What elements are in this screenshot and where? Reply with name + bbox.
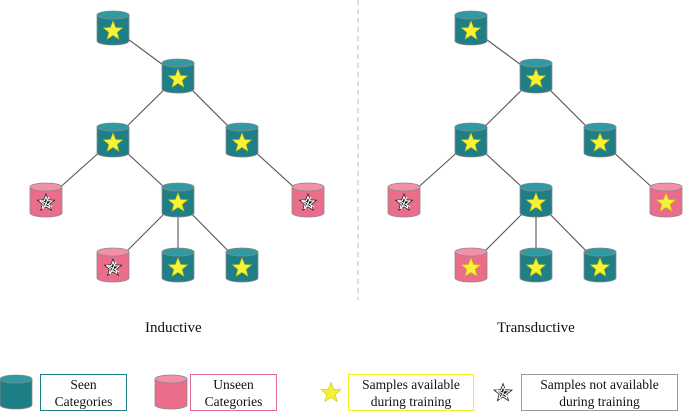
- legend-seen-line2: Categories: [54, 393, 113, 409]
- star-not-available-icon: [493, 382, 513, 402]
- legend-not-available-line2: during training: [559, 393, 640, 409]
- seen-category-node: [583, 122, 617, 158]
- seen-category-node: [519, 58, 553, 94]
- star-available-icon: [589, 132, 611, 152]
- unseen-category-node: [29, 182, 63, 218]
- star-not-available-icon: [394, 193, 414, 212]
- star-available-icon: [167, 257, 189, 277]
- star-available-icon: [525, 192, 547, 212]
- star-available-icon: [167, 68, 189, 88]
- star-not-available-icon: [36, 193, 56, 212]
- legend-icons: [0, 374, 513, 410]
- seen-category-node: [96, 122, 130, 158]
- star-available-icon: [460, 20, 482, 40]
- legend-available-line2: during training: [370, 393, 452, 409]
- star-available-icon: [525, 68, 547, 88]
- seen-category-node: [583, 247, 617, 283]
- star-available-icon: [460, 257, 482, 277]
- seen-category-node: [454, 122, 488, 158]
- star-available-icon: [231, 132, 253, 152]
- seen-category-node: [519, 247, 553, 283]
- seen-category-node: [225, 122, 259, 158]
- star-available-icon: [655, 192, 677, 212]
- star-available-icon: [525, 257, 547, 277]
- star-not-available-icon: [103, 258, 123, 277]
- star-available-icon: [102, 20, 124, 40]
- seen-category-node: [161, 58, 195, 94]
- transductive-title: Transductive: [497, 320, 575, 336]
- seen-category-node: [161, 247, 195, 283]
- unseen-category-node: [291, 182, 325, 218]
- unseen-category-icon: [154, 374, 188, 410]
- seen-category-node: [96, 10, 130, 46]
- star-available-icon: [231, 257, 253, 277]
- legend-seen-line1: Seen: [70, 376, 97, 392]
- seen-category-node: [225, 247, 259, 283]
- seen-category-node: [454, 10, 488, 46]
- unseen-category-node: [649, 182, 683, 218]
- star-available-icon: [167, 192, 189, 212]
- legend-available-line1: Samples available: [362, 376, 460, 392]
- star-available-icon: [589, 257, 611, 277]
- star-not-available-icon: [298, 193, 318, 212]
- legend-unseen-line2: Categories: [204, 393, 263, 409]
- seen-category-node: [519, 182, 553, 218]
- inductive-tree: [29, 10, 325, 283]
- unseen-category-node: [96, 247, 130, 283]
- unseen-category-node: [454, 247, 488, 283]
- transductive-tree: [387, 10, 683, 283]
- star-available-icon: [102, 132, 124, 152]
- star-available-icon: [320, 381, 342, 403]
- legend-not-available-line1: Samples not available: [540, 376, 659, 392]
- seen-category-icon: [0, 374, 33, 410]
- legend-unseen-line1: Unseen: [213, 376, 254, 392]
- inductive-title: Inductive: [145, 320, 202, 336]
- unseen-category-node: [387, 182, 421, 218]
- star-available-icon: [460, 132, 482, 152]
- seen-category-node: [161, 182, 195, 218]
